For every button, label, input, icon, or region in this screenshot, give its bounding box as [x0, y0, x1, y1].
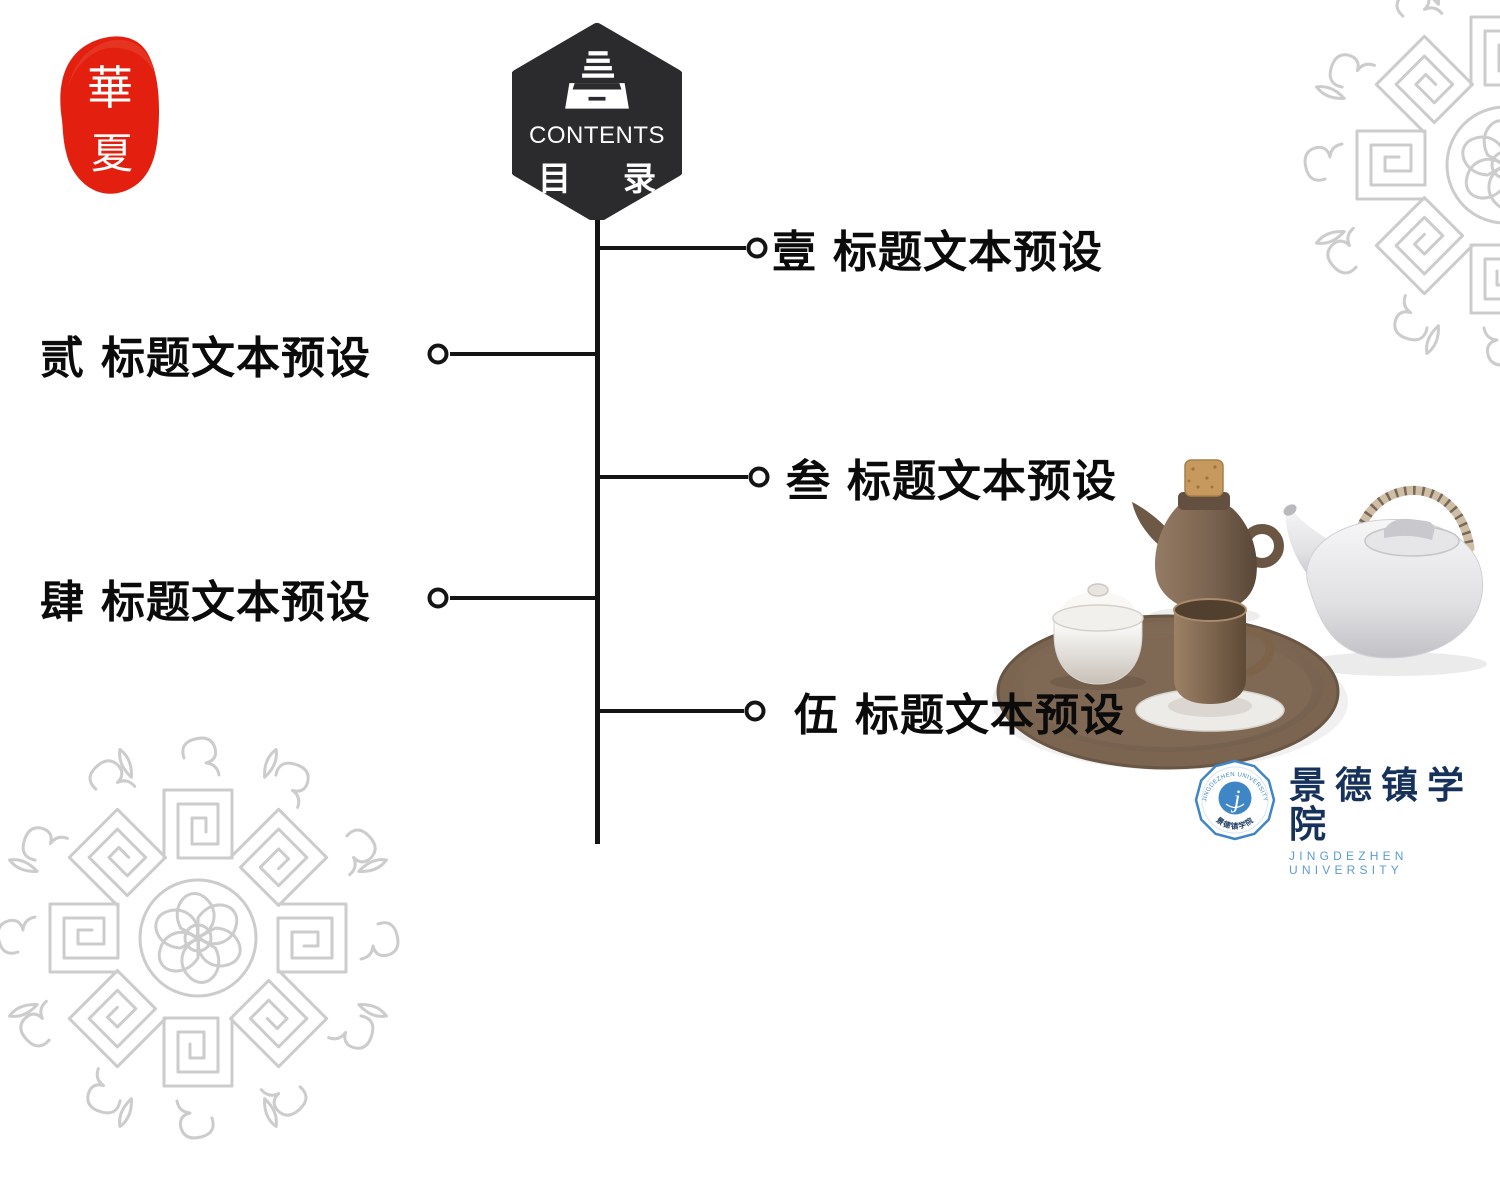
toc-item-1-title: 标题文本预设: [833, 228, 1103, 277]
red-seal-stamp: 華 夏: [60, 36, 160, 194]
toc-item-5-title: 标题文本预设: [855, 691, 1125, 740]
bowl-lid-knob: [1087, 583, 1109, 597]
hollow-circle-node-5: [744, 700, 766, 722]
emblem-center-glyph: j: [1231, 786, 1241, 813]
contents-zh-char-mu: 目: [538, 160, 571, 197]
hollow-circle-node-4: [427, 587, 449, 609]
university-name-zh: 景德镇学院: [1289, 766, 1473, 846]
toc-item-1[interactable]: 壹 标题文本预设: [772, 221, 1103, 277]
contents-title-zh: 目 录: [538, 152, 656, 200]
contents-title-en: CONTENTS: [529, 122, 665, 149]
toc-item-4-number: 肆: [40, 578, 85, 627]
contents-zh-char-lu: 录: [623, 160, 656, 197]
toc-item-1-number: 壹: [772, 228, 817, 277]
contents-badge: CONTENTS 目 录: [512, 20, 682, 220]
hollow-circle-node-2: [427, 343, 449, 365]
toc-item-3-title: 标题文本预设: [847, 457, 1117, 506]
cup-handle: [1241, 627, 1275, 677]
toc-item-5[interactable]: 伍 标题文本预设: [794, 684, 1125, 740]
tea-set-photo: [992, 459, 1487, 770]
teapot-lid-tab: [1384, 518, 1435, 540]
toc-item-4-title: 标题文本预设: [101, 578, 371, 627]
seal-blob: [60, 36, 160, 194]
white-sugar-bowl: [1050, 583, 1146, 690]
toc-item-2[interactable]: 贰 标题文本预设: [40, 327, 371, 383]
toc-item-4[interactable]: 肆 标题文本预设: [40, 571, 371, 627]
toc-item-3-number: 叁: [786, 457, 831, 506]
hollow-circle-node-1: [746, 237, 768, 259]
toc-item-2-title: 标题文本预设: [101, 334, 371, 383]
toc-item-5-number: 伍: [794, 691, 839, 740]
jingdezhen-university-emblem: JINGDEZHEN UNIVERSITY j 景德镇学院: [1194, 759, 1276, 841]
chinese-medallion-pattern-bottom-left: [0, 678, 458, 1198]
seal-top-character: 華: [87, 63, 133, 114]
cork-stopper: [1184, 459, 1224, 497]
hollow-circle-node-3: [748, 466, 770, 488]
brown-cup-and-saucer: [1135, 598, 1285, 732]
university-name-en: JINGDEZHEN UNIVERSITY: [1289, 848, 1408, 877]
toc-item-2-number: 贰: [40, 334, 85, 383]
emblem-center-circle: [1218, 781, 1252, 815]
white-teapot: [1283, 485, 1487, 676]
archive-drawer-icon: [565, 51, 629, 109]
chinese-medallion-pattern-top-right: [1245, 0, 1500, 425]
seal-bottom-character: 夏: [91, 132, 133, 178]
toc-item-3[interactable]: 叁 标题文本预设: [786, 450, 1117, 506]
university-logo: JINGDEZHEN UNIVERSITY j 景德镇学院 景德镇学院 JING…: [1193, 758, 1493, 877]
